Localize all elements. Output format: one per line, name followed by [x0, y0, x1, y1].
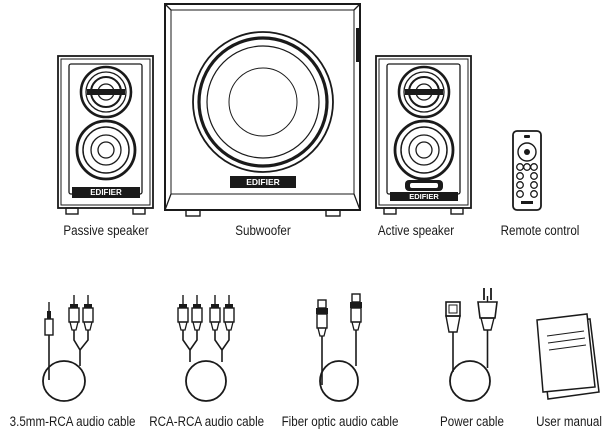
active-speaker-brand-logo: EDIFIER	[409, 192, 439, 201]
user-manual-label: User manual	[536, 414, 602, 429]
subwoofer-label: Subwoofer	[235, 223, 291, 238]
subwoofer-brand-logo: EDIFIER	[246, 177, 280, 187]
user-manual-drawing	[536, 313, 600, 400]
rca-rca-cable-drawing	[177, 295, 235, 402]
power-cable-drawing	[445, 288, 498, 402]
power-cable-label: Power cable	[440, 414, 504, 429]
rca-rca-cable-label: RCA-RCA audio cable	[149, 414, 265, 429]
active-speaker-label: Active speaker	[377, 223, 455, 238]
subwoofer-drawing	[164, 3, 361, 217]
3-5mm-rca-cable-drawing	[42, 295, 94, 402]
passive-speaker-brand-logo: EDIFIER	[90, 188, 122, 197]
fiber-optic-cable-drawing	[316, 293, 362, 402]
fiber-optic-cable-label: Fiber optic audio cable	[281, 414, 399, 429]
active-speaker-drawing	[375, 55, 472, 215]
passive-speaker-drawing	[57, 55, 154, 215]
remote-control-label: Remote control	[500, 223, 580, 238]
3-5mm-rca-cable-label: 3.5mm-RCA audio cable	[9, 414, 136, 429]
passive-speaker-label: Passive speaker	[63, 223, 149, 238]
remote-control-drawing	[512, 130, 542, 211]
